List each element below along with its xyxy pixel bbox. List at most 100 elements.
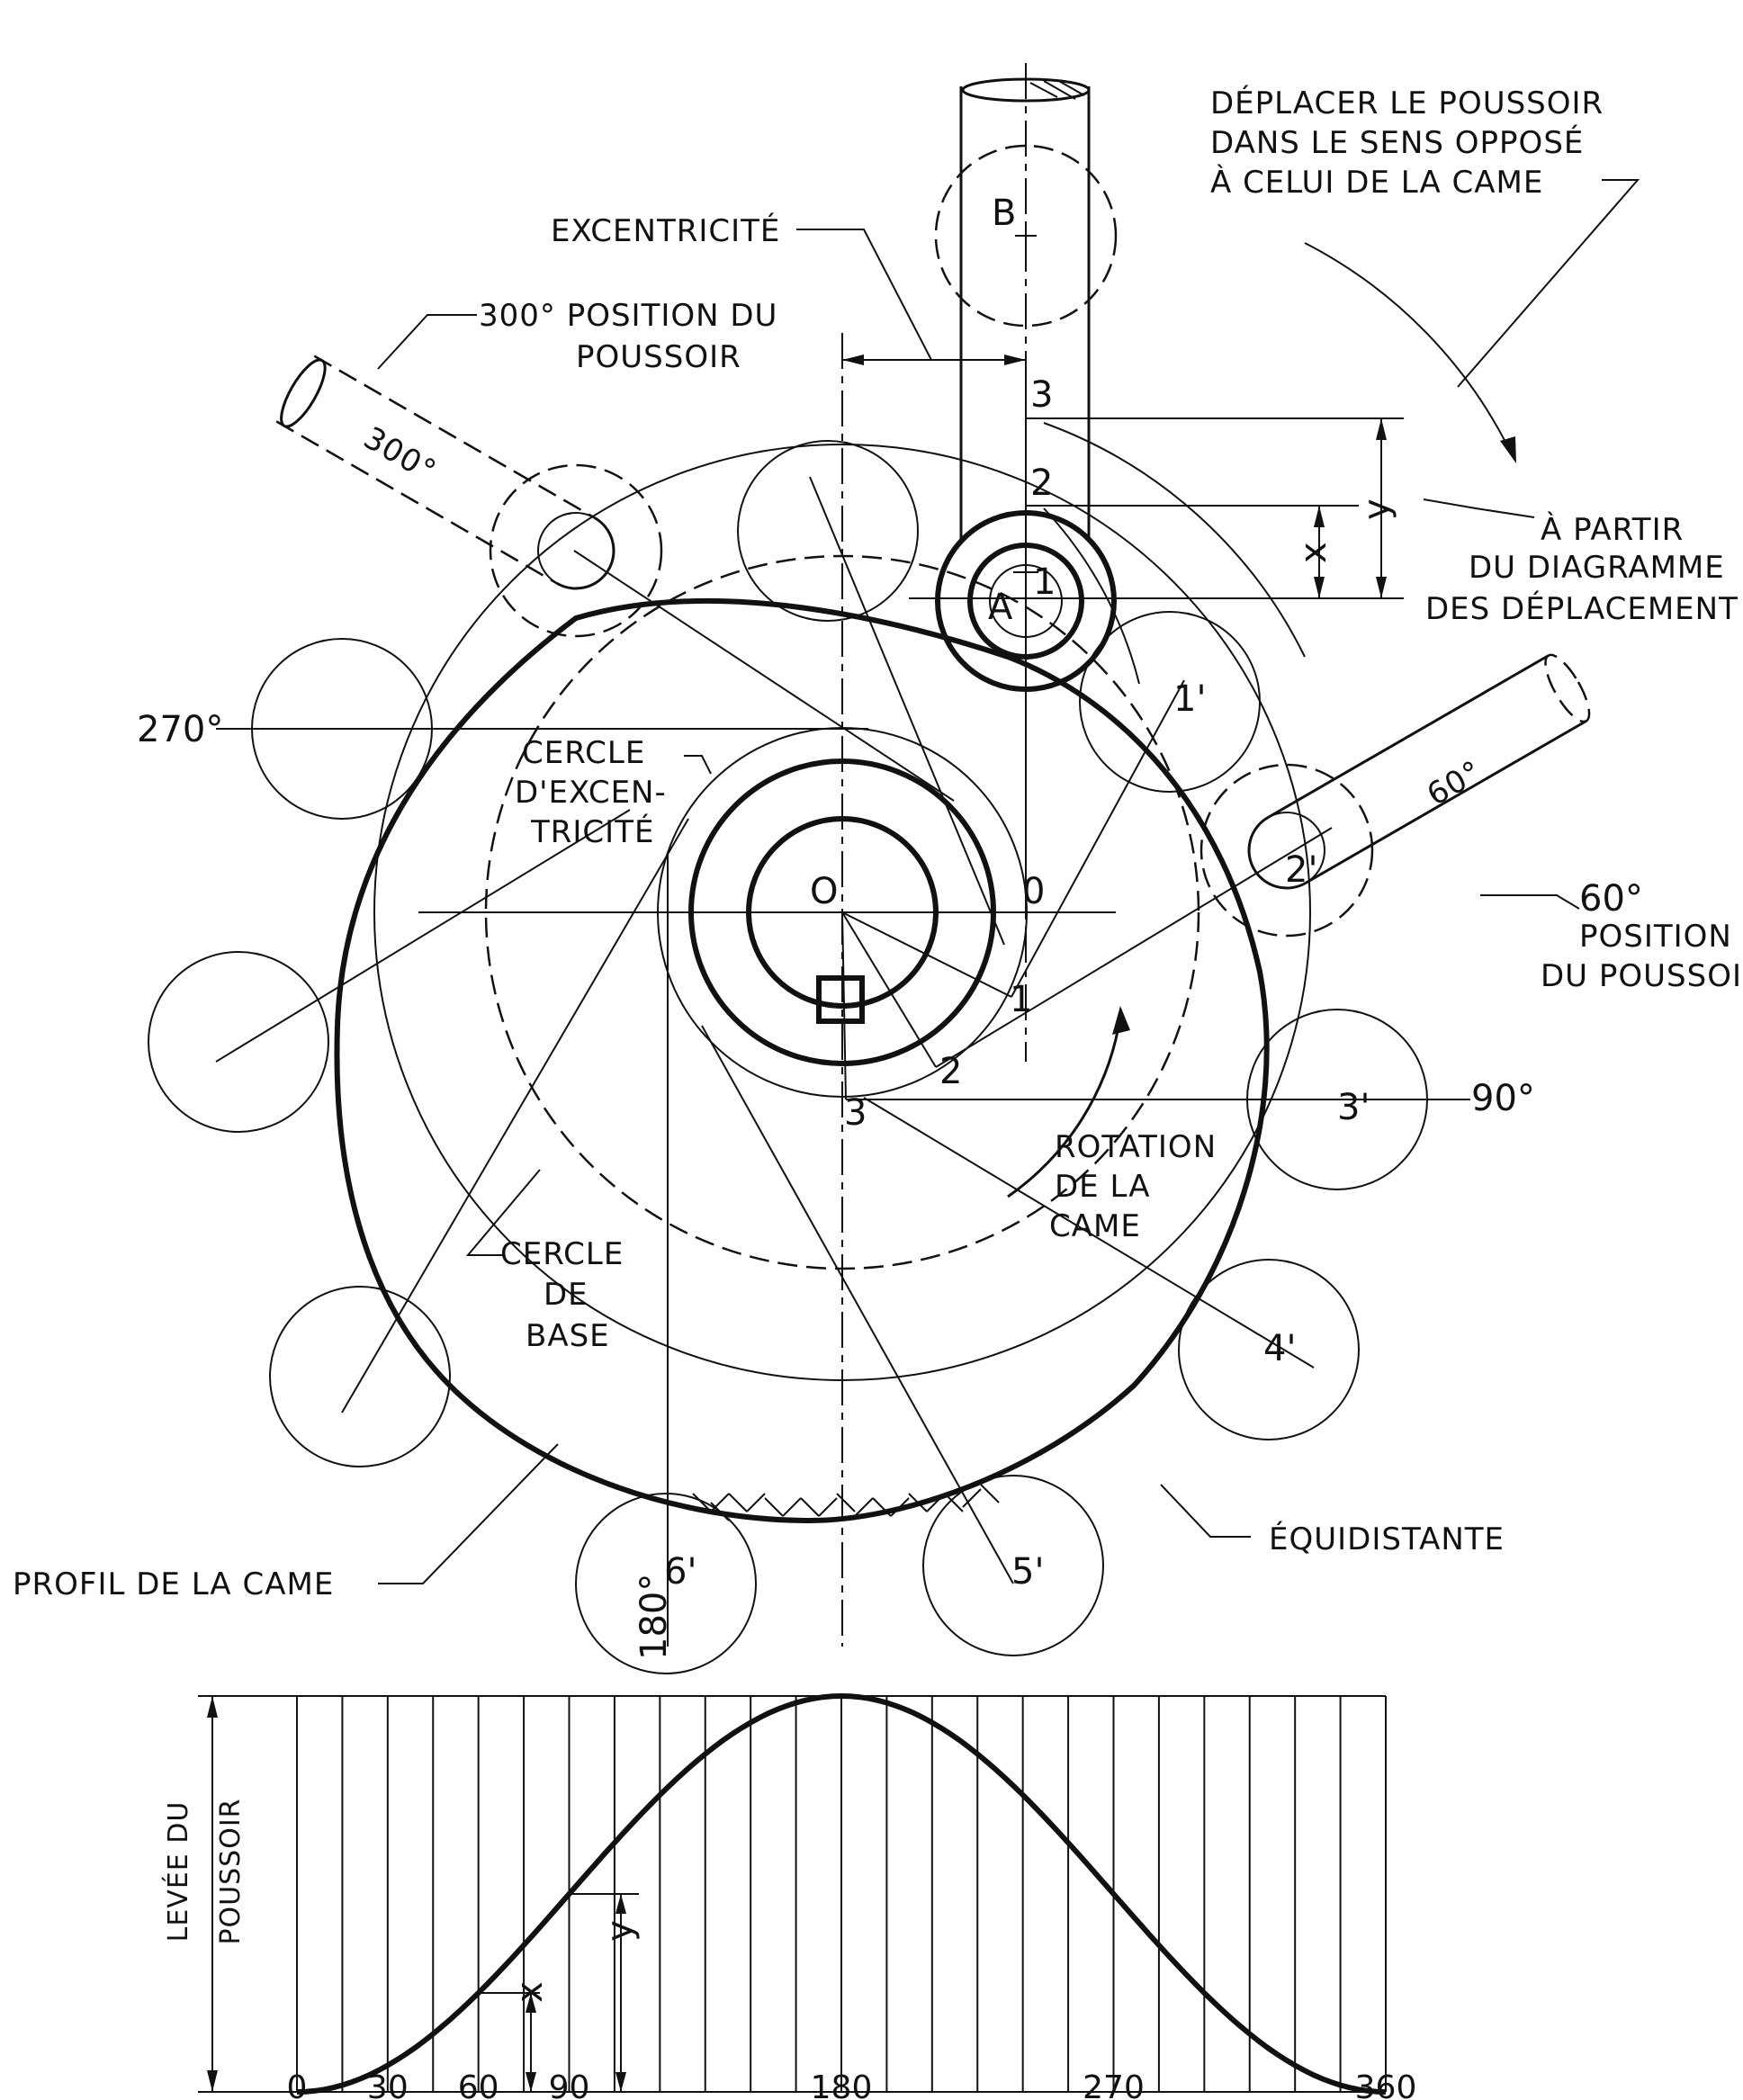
- label-p1p: 1': [1173, 678, 1206, 720]
- label-p6p: 6': [664, 1551, 696, 1593]
- roller-right-upper: [1079, 611, 1261, 793]
- radial-line-3: [841, 911, 847, 1100]
- roller-60: [1199, 763, 1374, 938]
- label-point-b: B: [992, 193, 1016, 234]
- label-cercle-exc-line3: TRICITÉ: [530, 813, 654, 850]
- rotation-arrowhead: [1112, 1006, 1130, 1035]
- follower-300: [275, 354, 615, 590]
- label-pos60-line2: POSITION: [1579, 919, 1732, 955]
- follower-b-circle: [934, 144, 1118, 328]
- label-x-follower: x: [1293, 542, 1334, 563]
- label-a-partir-line1: À PARTIR: [1541, 511, 1684, 548]
- chart-y-annotation: y: [599, 1920, 641, 1942]
- roller-top-left: [737, 440, 919, 622]
- follower-roller-mid: [967, 543, 1084, 660]
- roller-bottom-left: [269, 1286, 451, 1467]
- label-excentricite: EXCENTRICITÉ: [551, 212, 780, 249]
- y-arrow-bot: [1376, 577, 1387, 598]
- label-p4p: 4': [1263, 1328, 1296, 1369]
- ecc-leader: [796, 229, 932, 361]
- equidistante-leader: [1160, 1484, 1251, 1538]
- label-profil: PROFIL DE LA CAME: [13, 1566, 334, 1602]
- label-deplacer-line2: DANS LE SENS OPPOSÉ: [1210, 124, 1584, 161]
- pitch-curve: [373, 444, 1311, 1381]
- label-pt3: 3: [844, 1092, 867, 1134]
- label-pos300-line1: 300° POSITION DU: [479, 298, 777, 334]
- label-pt2: 2: [939, 1051, 962, 1092]
- label-deplacer-line3: À CELUI DE LA CAME: [1210, 164, 1543, 201]
- chart-ylabel: LEVÉE DU: [162, 1801, 194, 1943]
- label-point-o: O: [810, 871, 838, 912]
- follower-section-hatch: [1029, 79, 1085, 100]
- label-cercle-base-line2: DE: [544, 1277, 588, 1313]
- profile-hatch-marks: [692, 1484, 1000, 1521]
- transfer-arc-1: [1043, 422, 1306, 658]
- label-cercle-base-line1: CERCLE: [500, 1236, 624, 1272]
- chart-height-arrow-bottom: [207, 2070, 218, 2092]
- chart-height-arrow-top: [207, 1696, 218, 1718]
- roller-4: [1178, 1259, 1360, 1440]
- chart-ylabel-line2: POUSSOIR: [215, 1798, 247, 1944]
- rotation-arrow: [1007, 1016, 1122, 1198]
- tangent-line-2: [1011, 679, 1185, 998]
- keyway: [816, 975, 865, 1024]
- label-cercle-base-line3: BASE: [526, 1318, 610, 1354]
- label-follower-2: 2: [1030, 462, 1053, 504]
- tangent-line-10: [573, 550, 955, 802]
- follower-roller-outer: [935, 510, 1117, 692]
- label-follower-1: 1: [1033, 561, 1056, 603]
- transfer-arc-2: [1043, 507, 1140, 685]
- radial-line-2: [841, 911, 937, 1068]
- label-p5p: 5': [1011, 1551, 1044, 1593]
- roller-300: [489, 463, 663, 638]
- move-follower-arc: [1304, 242, 1513, 455]
- ecc-dim-arrow-left: [842, 354, 864, 365]
- y-arrow-top: [1376, 418, 1387, 440]
- pos300-leader: [377, 314, 477, 370]
- x-arrow-bot: [1314, 577, 1325, 598]
- follower-60: [1247, 653, 1591, 890]
- chart-y-arrow-bottom: [615, 2072, 626, 2092]
- tangent-line-4: [863, 1097, 1315, 1369]
- label-cercle-exc-line1: CERCLE: [522, 735, 645, 771]
- label-angle60: 60°: [1421, 754, 1488, 813]
- chart-x-arrow-top: [526, 1993, 536, 2013]
- roller-6: [575, 1493, 757, 1674]
- chart-tick-label: 60: [458, 2069, 499, 2100]
- ecc-circle-leader: [684, 755, 712, 775]
- tangent-line-8: [215, 809, 631, 1063]
- chart-tick-label: 30: [367, 2069, 409, 2100]
- pos60-leader: [1480, 894, 1580, 910]
- chart-tick-label: 0: [287, 2069, 308, 2100]
- tangent-line-1: [935, 827, 1333, 1068]
- label-point-o2: 0: [1022, 871, 1045, 912]
- follower-top: [961, 77, 1091, 103]
- chart-tick-label: 270: [1083, 2069, 1145, 2100]
- label-angle270: 270°: [137, 709, 223, 750]
- ecc-dim-arrow-right: [1004, 354, 1026, 365]
- roller-5: [922, 1475, 1104, 1656]
- label-pos300-line2: POUSSOIR: [576, 339, 741, 375]
- profile-leader: [378, 1443, 559, 1584]
- label-p2p: 2': [1285, 849, 1317, 891]
- label-a-partir-line2: DU DIAGRAMME: [1469, 550, 1725, 586]
- label-angle90: 90°: [1471, 1078, 1535, 1119]
- label-cercle-exc-line2: D'EXCEN-: [515, 775, 667, 811]
- roller-upper-left: [251, 638, 433, 820]
- label-rotation-line3: CAME: [1049, 1208, 1141, 1244]
- label-p3p: 3': [1337, 1087, 1370, 1128]
- tangent-line-7: [341, 818, 689, 1413]
- chart-x-arrow-bottom: [526, 2072, 536, 2092]
- label-rotation-line1: ROTATION: [1055, 1129, 1217, 1165]
- chart-x-annotation: x: [509, 1981, 551, 2003]
- diagram-leader: [1423, 498, 1535, 518]
- label-follower-3: 3: [1030, 374, 1053, 416]
- tangent-line-9: [809, 476, 1005, 946]
- label-pt1: 1: [1010, 979, 1032, 1020]
- label-deplacer-line1: DÉPLACER LE POUSSOIR: [1210, 85, 1604, 121]
- label-angle300: 300°: [357, 420, 442, 490]
- label-rotation-line2: DE LA: [1055, 1169, 1150, 1205]
- x-arrow-top: [1314, 506, 1325, 527]
- move-follower-leader: [1457, 179, 1640, 388]
